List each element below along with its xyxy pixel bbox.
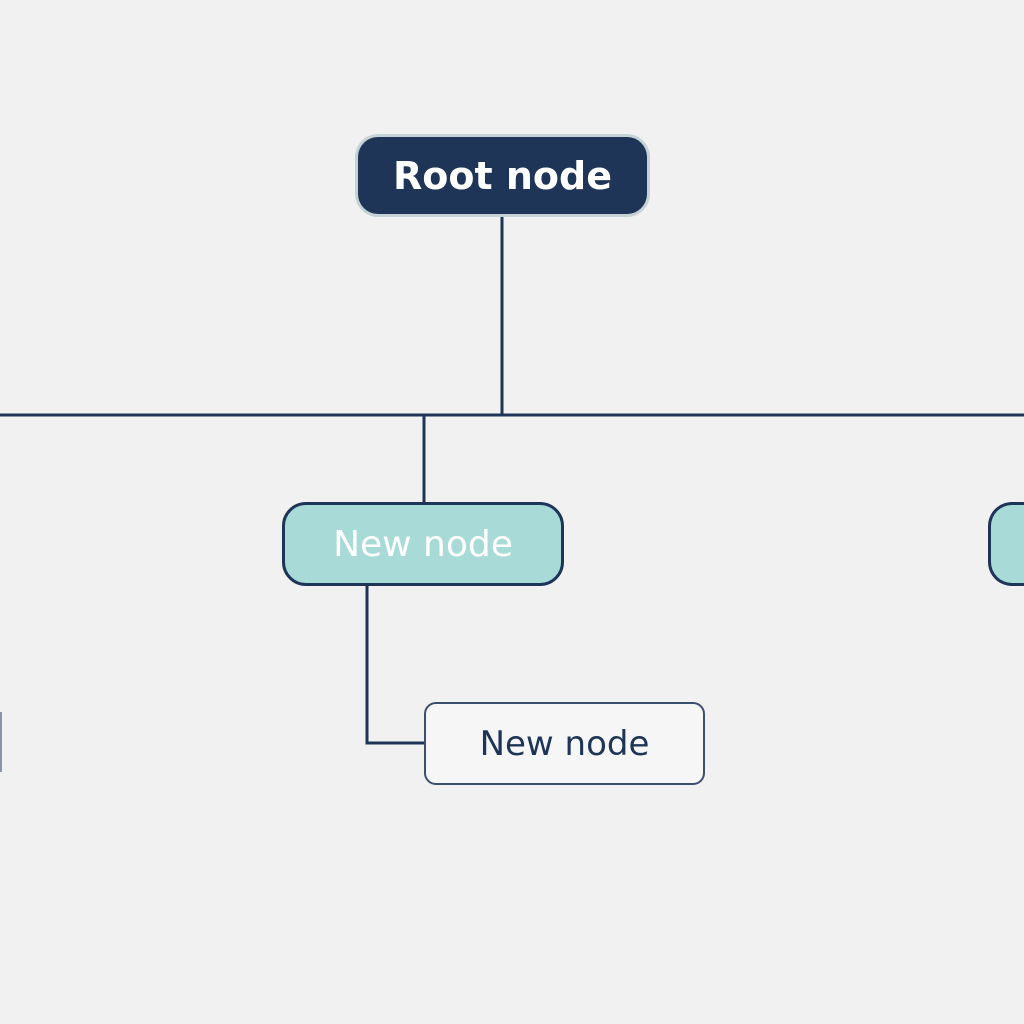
main-node-center[interactable]: New node xyxy=(282,502,564,586)
main-node-label: New node xyxy=(333,523,513,565)
sub-node-label: New node xyxy=(479,723,650,764)
main-node-right-partial[interactable] xyxy=(988,502,1024,586)
root-node[interactable]: Root node xyxy=(358,137,647,214)
sub-node-connector xyxy=(365,586,425,745)
root-node-label: Root node xyxy=(392,153,612,198)
sub-node[interactable]: New node xyxy=(424,702,705,785)
